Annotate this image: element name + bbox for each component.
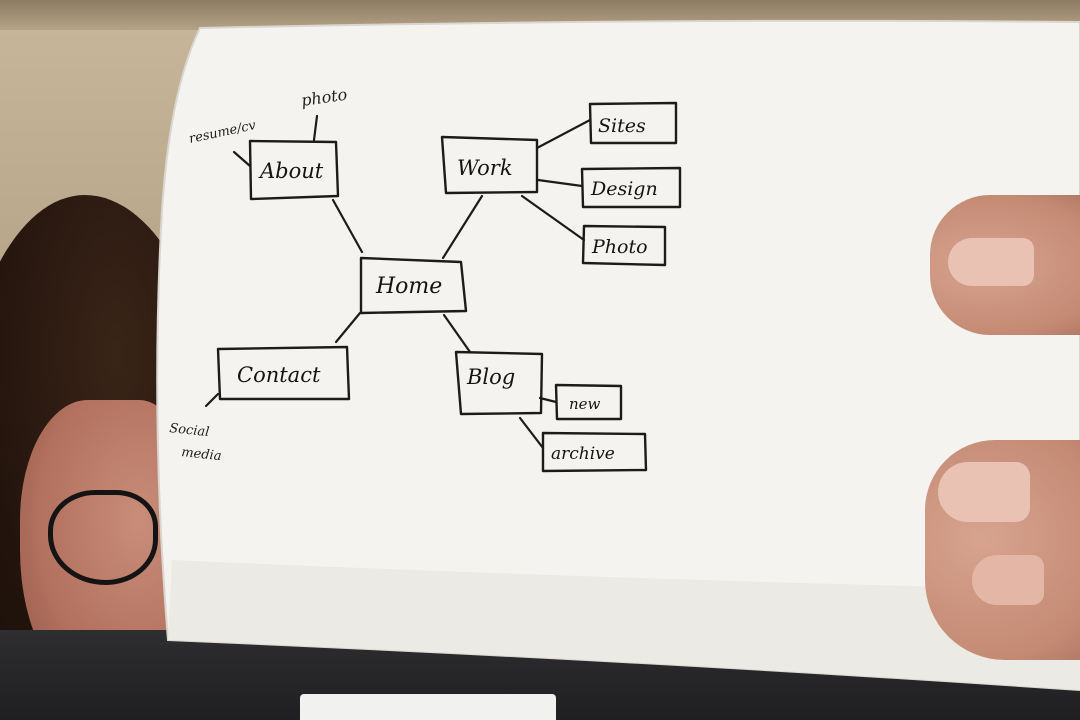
node-label-work: Work [457,156,513,180]
edge-home-about [331,198,364,254]
node-label-archive: archive [551,444,615,464]
node-label-home: Home [375,274,442,299]
node-box-design [580,166,682,209]
annotation-media: media [181,445,223,464]
thumbnail-bottom [938,462,1030,522]
edge-about-resume [232,150,252,168]
edge-work-photo [520,194,586,242]
node-label-new: new [569,395,601,413]
node-box-about [248,139,340,201]
edge-work-sites [535,118,592,150]
node-boxes [216,101,682,473]
edge-home-blog [442,313,472,354]
node-box-contact [216,345,351,401]
edge-home-work [441,194,484,260]
node-box-new [554,383,623,421]
node-box-archive [541,431,648,473]
paper-shadow [168,560,1080,690]
node-label-sites: Sites [598,115,646,137]
edge-blog-new [538,396,558,404]
node-box-home [359,256,468,315]
edge-home-contact [334,311,362,344]
edges [204,114,592,450]
glasses [48,490,158,585]
edge-about-photo [312,114,319,142]
node-labels: Home About Work Contact Blog Sites Desig… [237,115,658,464]
node-label-about: About [258,159,324,183]
edge-blog-archive [518,416,545,450]
fingernail-bottom [972,555,1044,605]
paper-sheet [156,19,1080,692]
node-label-photo: Photo [591,236,648,258]
node-box-blog [454,350,544,416]
edge-contact-social [204,392,220,408]
node-box-work [440,135,539,195]
thumbnail-top [948,238,1034,286]
node-label-blog: Blog [466,365,515,389]
white-object [300,694,556,720]
annotation-labels: resume/cv photo Social media [169,85,349,464]
node-box-sites [588,101,678,145]
node-label-design: Design [590,178,658,200]
node-label-contact: Contact [237,363,321,387]
annotation-social: Social [169,421,210,440]
edge-work-design [536,178,584,188]
node-box-photo [581,224,667,267]
